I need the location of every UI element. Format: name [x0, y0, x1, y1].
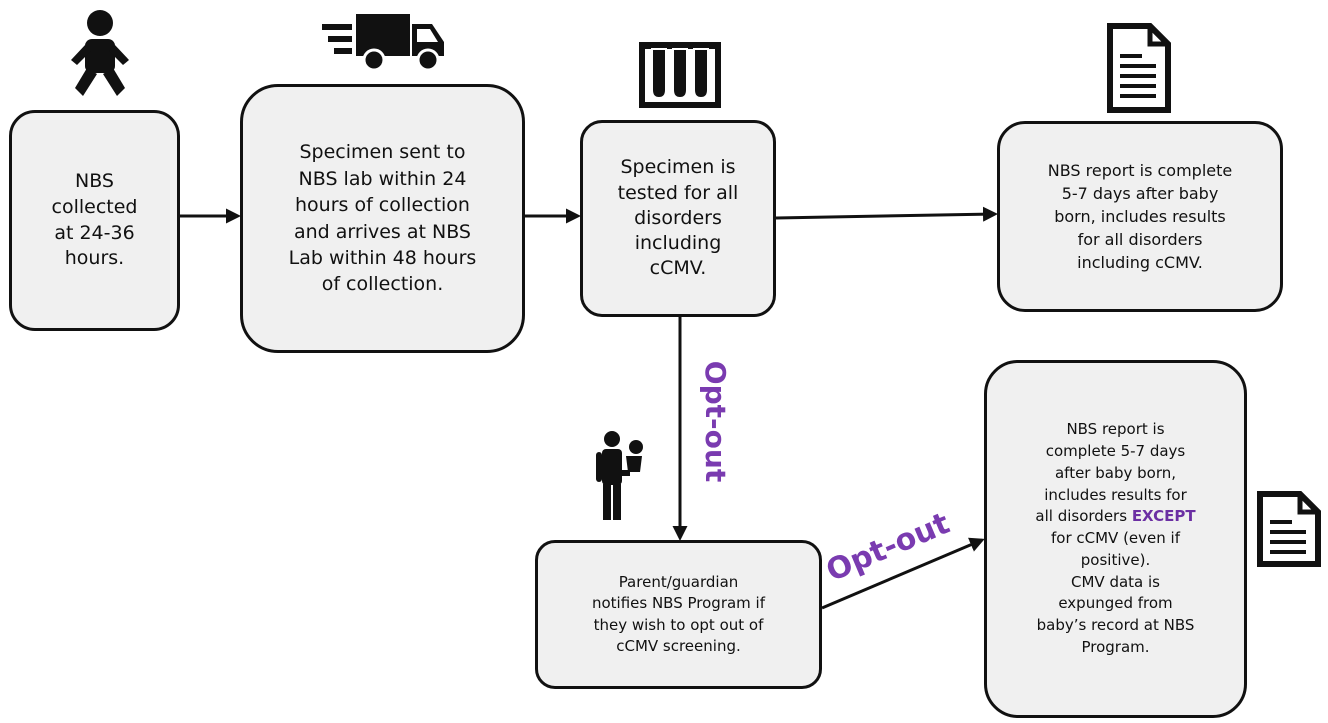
nbs-collected-box: NBS collected at 24-36 hours.: [9, 110, 180, 331]
specimen-tested-box: Specimen is tested for all disorders inc…: [580, 120, 776, 317]
nbs-collected-text: NBS collected at 24-36 hours.: [51, 170, 138, 270]
arrow-tested-to-report: [775, 206, 998, 222]
report-except-text-after: for cCMV (even if positive). CMV data is…: [1036, 529, 1195, 656]
report-complete-text: NBS report is complete 5-7 days after ba…: [1047, 160, 1233, 273]
except-keyword: EXCEPT: [1131, 507, 1196, 526]
report-complete-box: NBS report is complete 5-7 days after ba…: [997, 121, 1283, 312]
parent-child-icon: [596, 431, 643, 520]
specimen-tested-text: Specimen is tested for all disorders inc…: [617, 156, 739, 280]
document-icon: [1257, 491, 1321, 567]
baby-icon: [71, 10, 129, 96]
specimen-sent-text: Specimen sent to NBS lab within 24 hours…: [288, 141, 477, 296]
document-icon: [1107, 23, 1171, 113]
opt-out-vertical-label: Opt-out: [699, 360, 733, 483]
report-except-box: NBS report is complete 5-7 days after ba…: [984, 360, 1247, 718]
report-except-text-before: NBS report is complete 5-7 days after ba…: [1035, 420, 1187, 526]
parent-notifies-text: Parent/guardian notifies NBS Program if …: [591, 572, 766, 655]
truck-icon: [322, 14, 444, 72]
report-except-text: NBS report is complete 5-7 days after ba…: [1035, 419, 1195, 658]
specimen-sent-box: Specimen sent to NBS lab within 24 hours…: [240, 84, 525, 353]
arrow-parent-to-except-report: [821, 537, 985, 610]
parent-notifies-box: Parent/guardian notifies NBS Program if …: [535, 540, 822, 689]
test-tubes-icon: [639, 42, 721, 108]
